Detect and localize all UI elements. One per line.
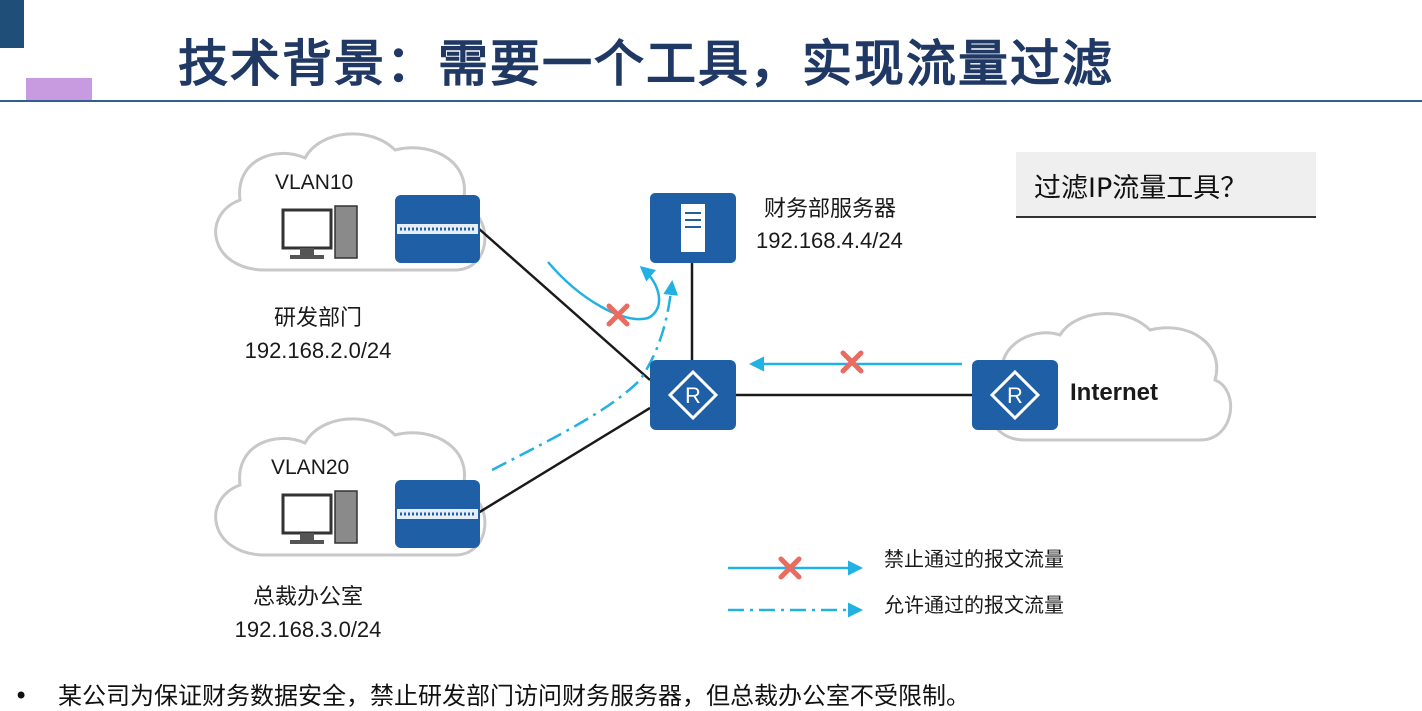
vlan20-switch-icon[interactable]	[395, 480, 480, 548]
internet-block-x-icon	[840, 350, 864, 374]
legend-deny-label: 禁止通过的报文流量	[884, 548, 1064, 571]
vlan10-pc-icon	[281, 205, 358, 259]
internet-label: Internet	[1070, 379, 1158, 406]
internet-router-icon[interactable]: R	[972, 360, 1058, 430]
legend-permit-label: 允许通过的报文流量	[884, 594, 1064, 617]
legend: 禁止通过的报文流量 允许通过的报文流量	[728, 548, 1064, 618]
core-router-glyph: R	[685, 383, 701, 408]
server-ip-label: 192.168.4.4/24	[756, 228, 903, 253]
rd-block-x-icon	[606, 303, 630, 327]
title-divider	[0, 100, 1422, 102]
rd-blocked-flow	[547, 261, 661, 321]
legend-deny-x-icon	[778, 556, 802, 580]
vlan10-label: VLAN10	[275, 171, 353, 194]
slide-title: 技术背景：需要一个工具，实现流量过滤	[178, 35, 1114, 93]
vlan10-subnet-label: 192.168.2.0/24	[245, 338, 392, 363]
accent-decoration	[26, 78, 92, 102]
bullet-text: • 某公司为保证财务数据安全，禁止研发部门访问财务服务器，但总裁办公室不受限制。	[14, 676, 970, 711]
network-links	[477, 227, 972, 515]
server-name-label: 财务部服务器	[764, 196, 896, 221]
question-box: 过滤IP流量工具？	[1016, 152, 1316, 218]
server-icon[interactable]	[650, 193, 736, 263]
vlan20-dept-label: 总裁办公室	[253, 584, 363, 609]
vlan20-label: VLAN20	[271, 456, 349, 479]
internet-router-glyph: R	[1007, 383, 1023, 408]
vlan10-dept-label: 研发部门	[274, 305, 362, 330]
bullet-content: 某公司为保证财务数据安全，禁止研发部门访问财务服务器，但总裁办公室不受限制。	[58, 682, 970, 710]
vlan20-pc-icon	[281, 490, 358, 544]
corner-decoration	[0, 0, 24, 48]
vlan10-switch-icon[interactable]	[395, 195, 480, 263]
bullet-icon: •	[14, 682, 29, 710]
core-router-icon[interactable]: R	[650, 360, 736, 430]
exec-permitted-flow	[491, 280, 679, 472]
network-diagram: VLAN10 VLAN20 研发部门 192.168.2.0/24 总裁办公室 …	[214, 132, 1232, 642]
vlan20-subnet-label: 192.168.3.0/24	[235, 617, 382, 642]
